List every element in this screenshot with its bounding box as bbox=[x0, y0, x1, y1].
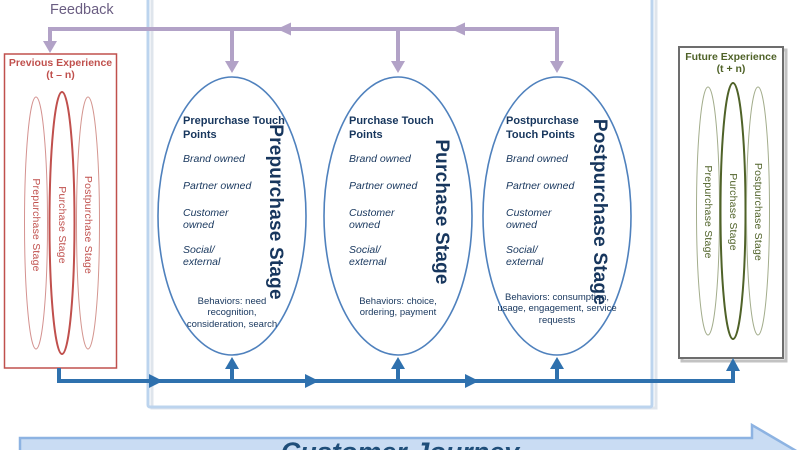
arrowhead-down-purchase-icon bbox=[391, 61, 405, 73]
prepurchase-stage-ellipse bbox=[157, 76, 307, 356]
previous-prepurchase-ellipse bbox=[24, 96, 48, 350]
journey-flow-arrowheads bbox=[149, 357, 740, 388]
arrowhead-down-prepurchase-icon bbox=[225, 61, 239, 73]
purchase-stage-ellipse bbox=[323, 76, 473, 356]
touchpoint-item: Social/ external bbox=[183, 244, 221, 269]
postpurchase-touchpoints-title: Postpurchase Touch Points bbox=[506, 115, 579, 141]
prepurchase-behaviors: Behaviors: need recognition, considerati… bbox=[186, 296, 278, 330]
previous-postpurchase-ellipse bbox=[76, 96, 100, 350]
arrowhead-right-3-icon bbox=[465, 374, 479, 388]
journey-flow-lines bbox=[57, 366, 735, 383]
previous-experience-title: Previous Experience bbox=[8, 57, 113, 69]
feedback-main-line bbox=[48, 27, 559, 64]
postpurchase-behaviors: Behaviors: consumption, usage, engagemen… bbox=[497, 292, 617, 326]
touchpoint-item: Partner owned bbox=[349, 180, 418, 192]
future-experience-subtitle: (t + n) bbox=[716, 63, 746, 75]
arrowhead-up-postpurchase-icon bbox=[550, 357, 564, 369]
touchpoint-item: Social/ external bbox=[349, 244, 387, 269]
purchase-behaviors: Behaviors: choice, ordering, payment bbox=[359, 296, 437, 319]
arrowhead-up-future-icon bbox=[726, 358, 740, 371]
arrowhead-left-2-icon bbox=[451, 22, 465, 36]
previous-purchase-stage-label: Purchase Stage bbox=[56, 186, 68, 264]
arrowhead-up-prepurchase-icon bbox=[225, 357, 239, 369]
future-experience-title: Future Experience bbox=[685, 51, 777, 63]
customer-journey-banner-arrow bbox=[18, 422, 798, 450]
previous-experience-box bbox=[3, 53, 118, 369]
arrowhead-down-postpurchase-icon bbox=[550, 61, 564, 73]
touchpoint-item: Customer owned bbox=[349, 207, 395, 232]
feedback-arrowheads bbox=[43, 22, 564, 73]
future-prepurchase-stage-label: Prepurchase Stage bbox=[702, 165, 714, 259]
prepurchase-stage-label: Prepurchase Stage bbox=[265, 124, 286, 300]
purchase-touchpoints-title: Purchase Touch Points bbox=[349, 115, 434, 141]
previous-postpurchase-stage-label: Postpurchase Stage bbox=[82, 175, 94, 275]
arrowhead-right-1-icon bbox=[149, 374, 163, 388]
future-purchase-stage-label: Purchase Stage bbox=[727, 173, 739, 251]
touchpoint-item: Brand owned bbox=[506, 153, 568, 165]
purchase-stage-label: Purchase Stage bbox=[431, 139, 452, 285]
customer-journey-label: Customer Journey bbox=[0, 437, 800, 450]
touchpoint-item: Brand owned bbox=[349, 153, 411, 165]
prepurchase-touchpoints-title: Prepurchase Touch Points bbox=[183, 115, 285, 141]
feedback-label: Feedback bbox=[50, 2, 114, 18]
postpurchase-stage-label: Postpurchase Stage bbox=[589, 118, 610, 306]
arrowhead-down-previous-icon bbox=[43, 41, 57, 53]
arrowhead-left-1-icon bbox=[277, 22, 291, 36]
future-purchase-ellipse bbox=[719, 82, 747, 340]
touchpoint-item: Social/ external bbox=[506, 244, 544, 269]
touchpoint-item: Brand owned bbox=[183, 153, 245, 165]
arrowhead-up-purchase-icon bbox=[391, 357, 405, 369]
arrowhead-right-2-icon bbox=[305, 374, 319, 388]
feedback-arrow-lines bbox=[48, 27, 559, 64]
future-postpurchase-ellipse bbox=[746, 86, 770, 336]
previous-purchase-ellipse bbox=[48, 91, 76, 355]
future-postpurchase-stage-label: Postpurchase Stage bbox=[752, 162, 764, 262]
postpurchase-stage-ellipse bbox=[482, 76, 632, 356]
previous-experience-subtitle: (t – n) bbox=[46, 69, 75, 81]
touchpoint-item: Partner owned bbox=[183, 180, 252, 192]
touchpoint-item: Customer owned bbox=[506, 207, 552, 232]
stage-container-box bbox=[146, 0, 654, 409]
touchpoint-item: Partner owned bbox=[506, 180, 575, 192]
previous-prepurchase-stage-label: Prepurchase Stage bbox=[30, 178, 42, 272]
touchpoint-item: Customer owned bbox=[183, 207, 229, 232]
